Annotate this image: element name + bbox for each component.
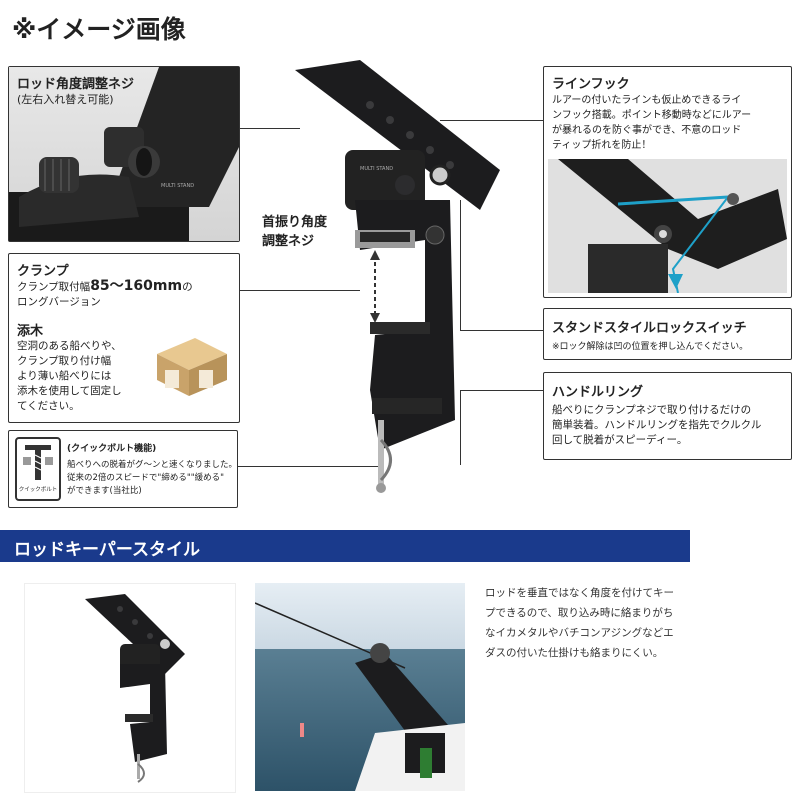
shim-description: 空洞のある船べりや、 クランプ取り付け幅 より薄い船べりには 添木を使用して固定… [17, 340, 122, 412]
handle-ring-connector-h [460, 390, 543, 391]
section-title: ロッドキーパースタイル [14, 540, 200, 560]
rod-keeper-product-photo [24, 583, 236, 793]
clamp-title: クランプ [17, 264, 69, 279]
section-bar: ロッドキーパースタイル [0, 530, 690, 562]
rod-angle-photo: MULTI STAND [9, 67, 239, 241]
quick-bolt-icon-label: クイックボルト [18, 487, 58, 493]
svg-text:MULTI STAND: MULTI STAND [360, 166, 393, 172]
handle-ring-description: 船べりにクランプネジで取り付けるだけの 簡単装着。ハンドルリングを指先でクルクル… [552, 404, 762, 446]
clamp-spec: クランプ取付幅85〜160mmの [17, 278, 193, 294]
lock-switch-note: ※ロック解除は凹の位置を押し込んでください。 [552, 342, 749, 352]
rod-angle-subtitle: (左右入れ替え可能) [17, 93, 114, 106]
line-hook-closeup-image [548, 159, 787, 293]
quick-bolt-connector [238, 466, 378, 467]
clamp-connector [240, 290, 360, 291]
rod-angle-closeup-image: MULTI STAND [9, 67, 239, 241]
boat-usage-photo [255, 583, 465, 791]
handle-ring-callout: ハンドルリング 船べりにクランプネジで取り付けるだけの 簡単装着。ハンドルリング… [543, 372, 792, 460]
shim-block-image [157, 338, 227, 396]
quick-bolt-icon: クイックボルト [15, 437, 61, 501]
multi-stand-product-illustration: MULTI STAND [295, 60, 500, 493]
lock-switch-title: スタンドスタイルロックスイッチ [552, 321, 747, 336]
handle-ring-title: ハンドルリング [552, 385, 644, 400]
line-hook-description: ルアーの付いたラインも仮止めできるライ ンフック搭載。ポイント移動時などにルアー… [552, 95, 752, 151]
clamp-callout: クランプ クランプ取付幅85〜160mmの ロングバージョン 添木 空洞のある船… [8, 253, 240, 423]
rod-angle-connector [240, 128, 300, 129]
rod-keeper-style-image [85, 594, 185, 783]
rod-keeper-description: ロッドを垂直ではなく角度を付けてキー プできるので、取り込み時に絡まりがち なイ… [485, 587, 674, 659]
line-hook-callout: ラインフック ルアーの付いたラインも仮止めできるライ ンフック搭載。ポイント移動… [543, 66, 792, 298]
boat-fishing-scene-image [255, 583, 465, 791]
svg-text:MULTI STAND: MULTI STAND [161, 183, 194, 189]
handle-ring-connector-v [460, 390, 461, 465]
shim-title: 添木 [17, 324, 44, 339]
rod-angle-title: ロッド角度調整ネジ [17, 77, 135, 92]
lock-switch-connector-h [460, 330, 543, 331]
lock-switch-connector-v [460, 200, 461, 330]
rod-angle-callout: MULTI STAND ロッド角度調整ネジ (左右入れ替え可能) [8, 66, 240, 242]
clamp-version: ロングバージョン [17, 296, 101, 308]
quick-bolt-callout: クイックボルト (クイックボルト機能) 船べりへの脱着がグ〜ンと速くなりました。… [8, 430, 238, 508]
line-hook-photo [548, 159, 787, 293]
line-hook-connector [440, 120, 543, 121]
image-note: ※イメージ画像 [12, 15, 186, 44]
bolt-icon [23, 445, 53, 480]
lock-switch-callout: スタンドスタイルロックスイッチ ※ロック解除は凹の位置を押し込んでください。 [543, 308, 792, 360]
quick-bolt-description: 船べりへの脱着がグ〜ンと速くなりました。 従来の2倍のスピードで"締める""緩め… [67, 460, 238, 496]
quick-bolt-title: (クイックボルト機能) [67, 444, 157, 454]
swing-angle-title-line2: 調整ネジ [262, 234, 315, 249]
swing-angle-title-line1: 首振り角度 [262, 215, 328, 230]
line-hook-title: ラインフック [552, 77, 630, 92]
swing-angle-label: 首振り角度 調整ネジ [262, 213, 327, 251]
product-main-image: MULTI STAND [250, 60, 540, 500]
